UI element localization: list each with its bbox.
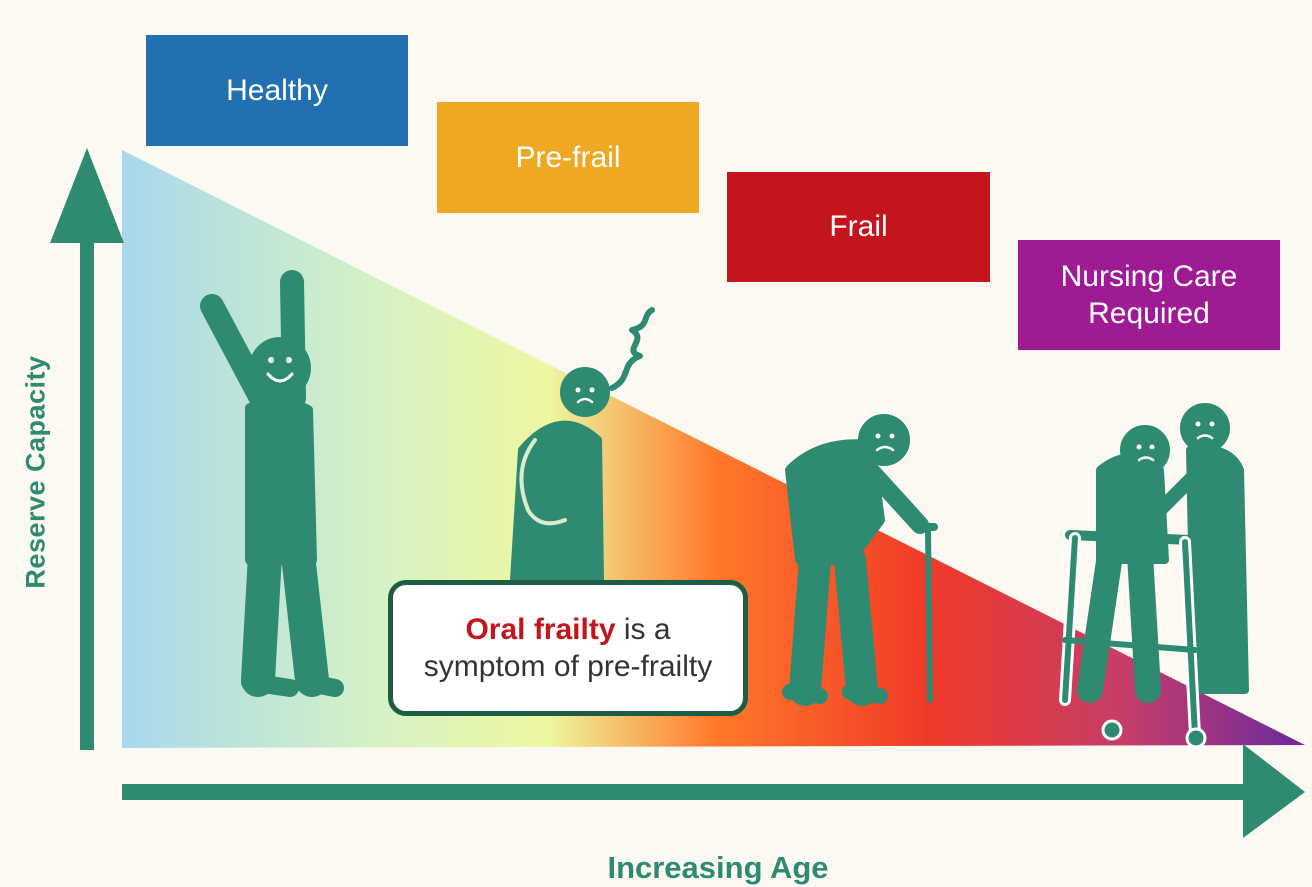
x-axis-arrow (122, 744, 1305, 838)
nursing-care-icon (1065, 404, 1245, 747)
y-axis-label: Reserve Capacity (21, 355, 52, 588)
y-axis-arrow (50, 148, 124, 750)
oral-frailty-callout: Oral frailty is a symptom of pre-frailty (388, 580, 748, 716)
x-axis-label: Increasing Age (607, 850, 828, 886)
stage-label-prefrail: Pre-frail (437, 102, 699, 213)
stage-label-healthy: Healthy (146, 35, 408, 146)
callout-line-2: symptom of pre-frailty (424, 648, 712, 686)
callout-line1-rest: is a (616, 613, 671, 646)
stage-label-frail: Frail (727, 172, 990, 282)
stage-label-nursing-care: Nursing Care Required (1018, 240, 1280, 350)
callout-line-1: Oral frailty is a (465, 611, 670, 649)
callout-emphasis: Oral frailty (465, 613, 615, 646)
